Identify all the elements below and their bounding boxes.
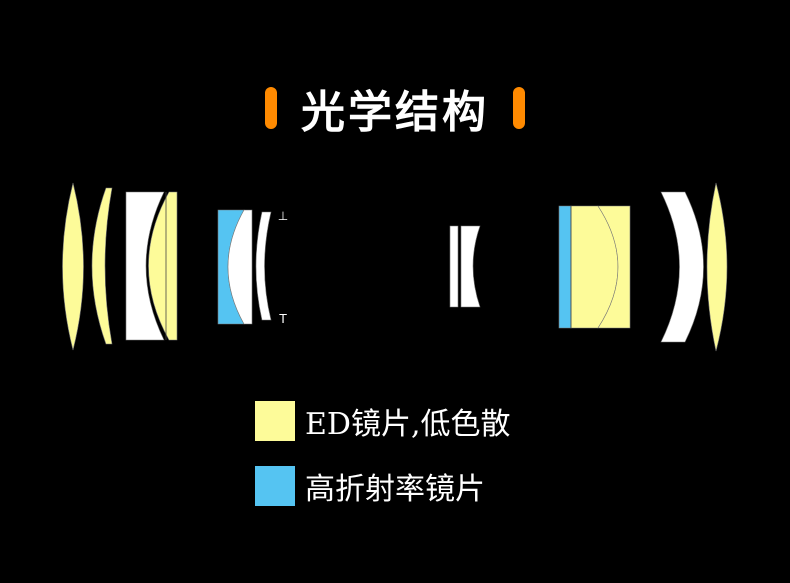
lens-element-10	[558, 205, 572, 329]
lens-element-13	[660, 191, 704, 343]
legend-item-ed: ED镜片,低色散	[255, 400, 511, 442]
legend-item-high-index: 高折射率镜片	[255, 465, 485, 507]
stop-mark-bottom: T	[278, 312, 287, 326]
lens-element-6	[227, 209, 253, 325]
lens-element-2	[91, 187, 113, 345]
lens-element-9	[460, 225, 481, 308]
title-row: 光学结构	[0, 78, 790, 138]
page-title: 光学结构	[301, 87, 489, 138]
stop-mark-top: ⊥	[278, 209, 288, 223]
legend-label-high-index: 高折射率镜片	[305, 472, 485, 507]
lens-element-7	[255, 211, 272, 321]
lens-element-4	[148, 191, 178, 341]
title-accent-left	[265, 87, 277, 129]
legend-label-ed: ED镜片,低色散	[305, 407, 511, 442]
legend-swatch-ed	[255, 401, 295, 441]
title-accent-right	[513, 87, 525, 129]
lens-element-14	[706, 182, 728, 352]
lens-element-8	[449, 225, 459, 308]
lens-element-1	[62, 182, 84, 351]
lens-element-3	[125, 191, 165, 341]
legend-swatch-high-index	[255, 466, 295, 506]
lens-element-12	[597, 205, 631, 329]
